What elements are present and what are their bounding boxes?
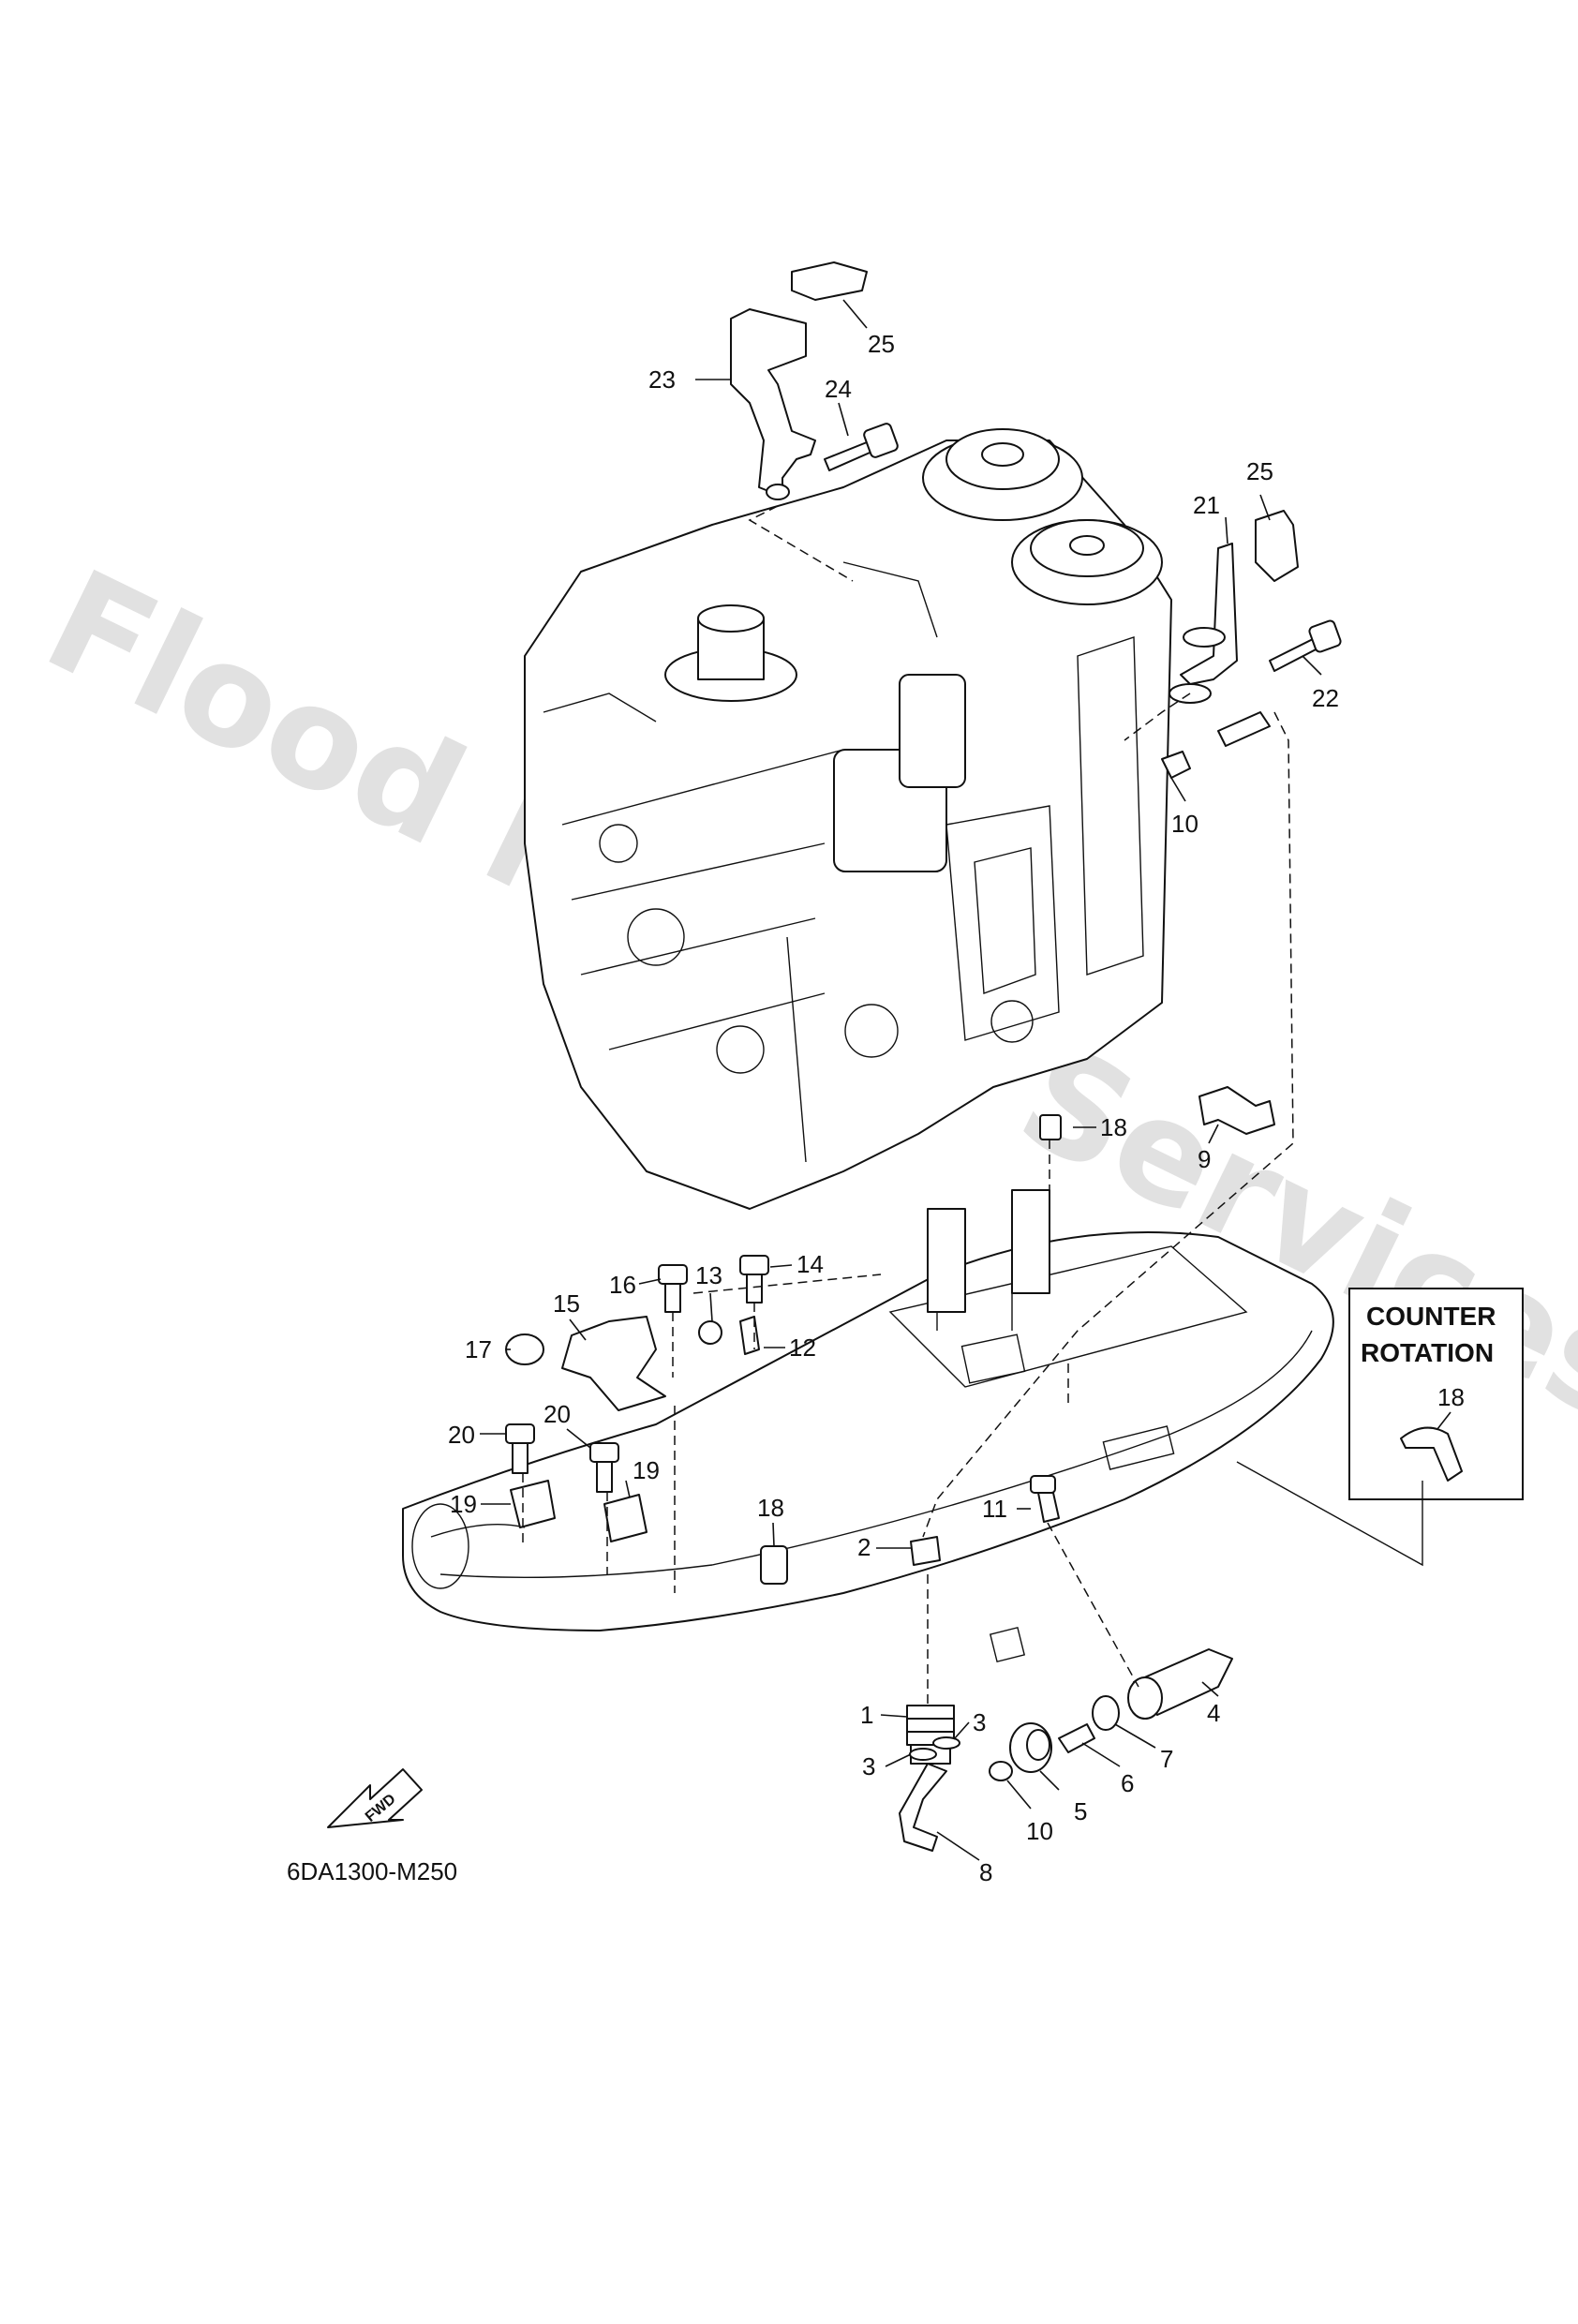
callout-1: 1 <box>860 1701 873 1729</box>
callout-24: 24 <box>825 375 852 403</box>
callout-9: 9 <box>1198 1145 1211 1173</box>
part-3-clamp-lower <box>909 1748 937 1761</box>
part-19-clip-left <box>510 1480 556 1528</box>
part-2-grommet <box>910 1536 941 1566</box>
assembly-lines <box>522 505 1294 1706</box>
part-18-upper <box>1039 1114 1062 1140</box>
callout-5: 5 <box>1074 1797 1087 1825</box>
part-5-nut <box>1009 1722 1052 1773</box>
part-24-bolt <box>824 423 899 471</box>
part-20-bolt-right <box>589 1442 619 1493</box>
counter-rotation-part-label: 18 <box>1437 1383 1465 1411</box>
part-22-bolt <box>1269 619 1342 672</box>
part-23-bracket <box>730 308 816 498</box>
callout-4: 4 <box>1207 1699 1220 1727</box>
callout-20-right: 20 <box>543 1400 571 1428</box>
part-10-clip-lower <box>989 1761 1013 1781</box>
part-20-bolt-left <box>505 1423 535 1474</box>
callout-19-right: 19 <box>633 1456 660 1484</box>
callout-10-upper: 10 <box>1171 810 1198 838</box>
callout-labels: 23 25 24 21 25 22 10 18 9 16 13 14 15 12… <box>448 330 1339 1886</box>
callout-6: 6 <box>1121 1769 1134 1797</box>
counter-rotation-line2: ROTATION <box>1361 1338 1494 1367</box>
leader-lines <box>480 299 1322 1861</box>
callout-13: 13 <box>695 1261 722 1289</box>
callout-15: 15 <box>553 1289 580 1318</box>
callout-25-upper: 25 <box>868 330 895 358</box>
callout-19-left: 19 <box>450 1490 477 1518</box>
callout-17: 17 <box>465 1335 492 1363</box>
callout-3-lower: 3 <box>862 1752 875 1780</box>
engine-block <box>524 428 1172 1210</box>
part-7-ring <box>1092 1695 1120 1731</box>
diagram-code: 6DA1300-M250 <box>287 1857 457 1885</box>
callout-18-lower: 18 <box>757 1494 784 1522</box>
callout-3-upper: 3 <box>973 1708 986 1736</box>
part-19-clip-right <box>603 1494 648 1542</box>
bottom-cowling <box>402 1189 1334 1663</box>
part-12-clip <box>739 1316 760 1355</box>
callout-8: 8 <box>979 1858 992 1886</box>
callout-12: 12 <box>789 1333 816 1362</box>
part-11-screw <box>1030 1475 1060 1523</box>
callout-25-right: 25 <box>1246 457 1273 485</box>
callout-2: 2 <box>857 1533 871 1561</box>
callout-10-lower: 10 <box>1026 1817 1053 1845</box>
callout-20-left: 20 <box>448 1421 475 1449</box>
counter-rotation-box: COUNTER ROTATION 18 <box>1236 1288 1524 1567</box>
part-6-fitting <box>1058 1723 1095 1753</box>
counter-rotation-line1: COUNTER <box>1366 1302 1496 1331</box>
part-13-nut <box>698 1320 722 1345</box>
fwd-arrow-icon: FWD <box>327 1768 423 1828</box>
hose <box>1217 711 1271 747</box>
callout-7: 7 <box>1160 1745 1173 1773</box>
part-25-cap-right <box>1255 510 1299 582</box>
part-3-clamp-upper <box>932 1736 960 1750</box>
part-17-grommet <box>505 1333 544 1365</box>
part-16-bolt <box>658 1264 688 1313</box>
part-21-bracket <box>1180 543 1238 685</box>
part-18-lower <box>760 1545 788 1585</box>
part-15-bracket <box>561 1316 666 1411</box>
callout-22: 22 <box>1312 684 1339 712</box>
part-9-clamp <box>1198 1086 1275 1135</box>
callout-23: 23 <box>648 365 676 394</box>
part-4-grommet <box>1127 1648 1233 1720</box>
part-8-hose <box>899 1763 947 1852</box>
callout-21: 21 <box>1193 491 1220 519</box>
callout-18-upper: 18 <box>1100 1113 1127 1141</box>
part-25-cap-upper <box>791 261 868 301</box>
callout-14: 14 <box>796 1250 824 1278</box>
part-10-clip-upper <box>1161 751 1191 779</box>
callout-16: 16 <box>609 1271 636 1299</box>
part-14-bolt <box>739 1255 769 1304</box>
callout-11: 11 <box>982 1495 1007 1523</box>
